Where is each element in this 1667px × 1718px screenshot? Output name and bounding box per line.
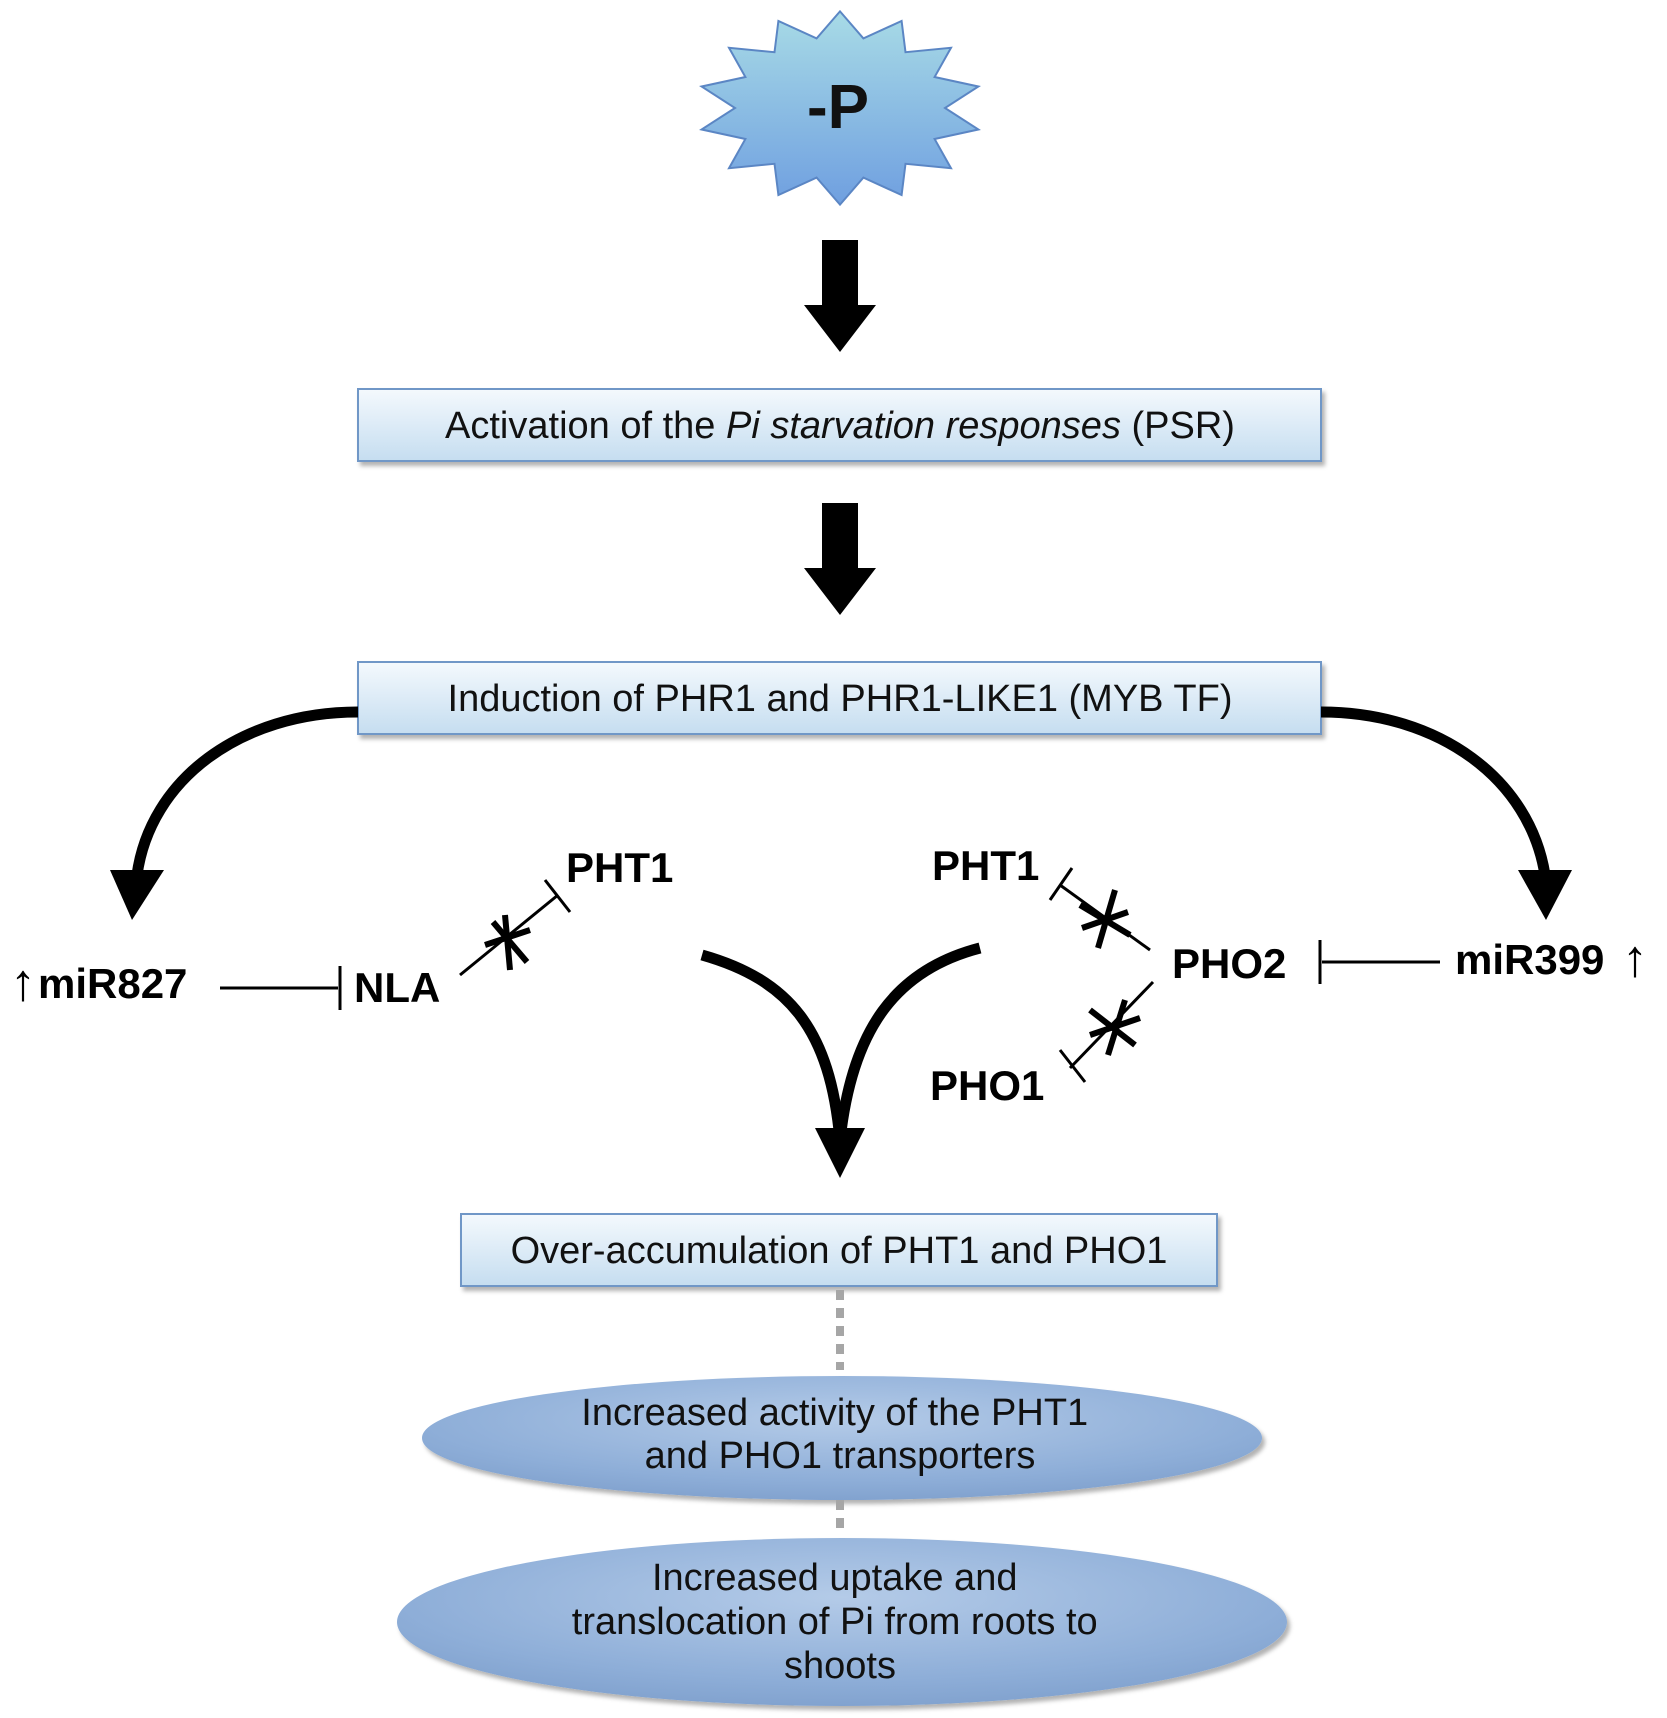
increased-activity-ellipse: Increased activity of the PHT1 and PHO1 … xyxy=(422,1376,1262,1500)
blocked-cross-left-icon xyxy=(484,914,531,971)
increased-uptake-text: Increased uptake and translocation of Pi… xyxy=(572,1557,1108,1687)
block-arrow-down-2 xyxy=(804,503,876,615)
mir827-label: miR827 xyxy=(38,960,187,1007)
psr-activation-text: Activation of the Pi starvation response… xyxy=(445,405,1235,447)
phr1-induction-text: Induction of PHR1 and PHR1-LIKE1 (MYB TF… xyxy=(448,678,1233,720)
nla-label: NLA xyxy=(354,964,440,1011)
blocked-cross-bottom-right-icon xyxy=(1088,999,1141,1056)
psr-activation-box: Activation of the Pi starvation response… xyxy=(357,388,1322,462)
psr-text-italic: Pi starvation responses xyxy=(726,405,1121,447)
mir827-up-arrow-icon: ↑ xyxy=(10,954,36,1012)
uptake-line-3: shoots xyxy=(784,1645,896,1687)
over-accumulation-box: Over-accumulation of PHT1 and PHO1 xyxy=(460,1213,1218,1287)
uptake-line-1: Increased uptake and xyxy=(652,1557,1018,1599)
activity-line-2: and PHO1 transporters xyxy=(645,1435,1036,1477)
converging-arrow xyxy=(700,942,982,1178)
pht1-right-label: PHT1 xyxy=(932,842,1039,889)
starburst-shape xyxy=(699,9,981,207)
over-accumulation-text: Over-accumulation of PHT1 and PHO1 xyxy=(511,1230,1168,1272)
right-branch: PHT1 PHO2 PHO1 miR399 ↑ xyxy=(930,842,1648,1109)
psr-text-post: (PSR) xyxy=(1121,405,1235,447)
activity-line-1: Increased activity of the PHT1 xyxy=(581,1392,1088,1434)
phr1-induction-box: Induction of PHR1 and PHR1-LIKE1 (MYB TF… xyxy=(357,661,1322,735)
curved-arrow-to-mir399 xyxy=(1320,706,1572,920)
pht1-left-label: PHT1 xyxy=(566,844,673,891)
block-arrow-down-1 xyxy=(804,240,876,352)
psr-text-pre: Activation of the xyxy=(445,405,726,447)
uptake-line-2: translocation of Pi from roots to xyxy=(572,1601,1098,1643)
increased-activity-text: Increased activity of the PHT1 and PHO1 … xyxy=(581,1392,1098,1477)
starburst-label: -P xyxy=(807,73,869,142)
increased-uptake-ellipse: Increased uptake and translocation of Pi… xyxy=(397,1538,1287,1706)
curved-arrow-to-mir827 xyxy=(110,706,359,920)
pho1-label: PHO1 xyxy=(930,1062,1044,1109)
mir399-up-arrow-icon: ↑ xyxy=(1622,930,1648,988)
left-branch: ↑ miR827 NLA PHT1 xyxy=(10,844,673,1012)
phosphate-starvation-starburst: -P xyxy=(699,9,981,207)
pho2-label: PHO2 xyxy=(1172,940,1286,987)
blocked-cross-top-right-icon xyxy=(1078,889,1132,949)
mir399-label: miR399 xyxy=(1455,936,1604,983)
